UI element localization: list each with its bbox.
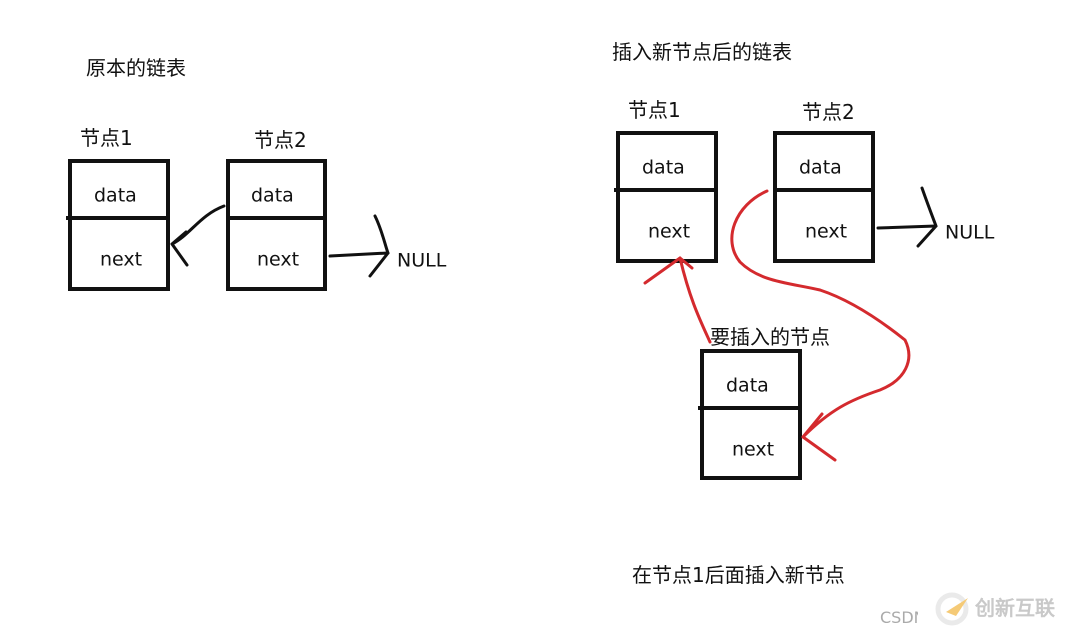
new-node-data: data bbox=[726, 374, 769, 397]
left-node1-box bbox=[66, 159, 170, 291]
new-node-box bbox=[698, 349, 802, 480]
right-node1-box bbox=[614, 131, 718, 263]
right-node2-box bbox=[773, 131, 875, 263]
caption: 在节点1后面插入新节点 bbox=[632, 563, 845, 587]
left-title: 原本的链表 bbox=[86, 56, 186, 80]
right-null: NULL bbox=[945, 221, 995, 244]
node1-to-new-arrow bbox=[730, 189, 911, 462]
left-node2-box bbox=[226, 159, 327, 291]
right-node2-next: next bbox=[805, 220, 848, 243]
right-null-arrow bbox=[876, 186, 938, 248]
right-node2-data: data bbox=[799, 156, 842, 179]
left-null-arrow bbox=[328, 214, 390, 278]
new-to-node1-arrow bbox=[643, 256, 712, 344]
csdn-watermark: CSDN bbox=[880, 610, 918, 626]
left-node2-next: next bbox=[257, 248, 300, 271]
right-node1-next: next bbox=[648, 220, 691, 243]
left-node2-data: data bbox=[251, 184, 294, 207]
new-node-label: 要插入的节点 bbox=[710, 325, 830, 349]
left-link-arrow bbox=[170, 204, 226, 267]
brand-watermark: 创新互联 bbox=[975, 596, 1055, 620]
right-title: 插入新节点后的链表 bbox=[612, 40, 792, 64]
left-node1-label: 节点1 bbox=[80, 126, 133, 150]
right-node1-label: 节点1 bbox=[628, 98, 681, 122]
right-node2-label: 节点2 bbox=[802, 100, 855, 124]
left-node1-data: data bbox=[94, 184, 137, 207]
left-node1-next: next bbox=[100, 248, 143, 271]
brand-logo-icon bbox=[935, 592, 969, 626]
right-node1-data: data bbox=[642, 156, 685, 179]
left-null: NULL bbox=[397, 249, 447, 272]
left-node2-label: 节点2 bbox=[254, 128, 307, 152]
new-node-next: next bbox=[732, 438, 775, 461]
